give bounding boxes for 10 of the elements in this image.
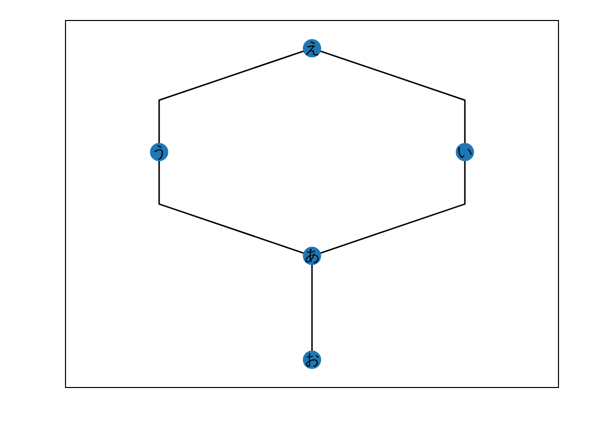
connector-line	[320, 160, 466, 254]
connector-line	[311, 264, 313, 352]
circle-node: お	[302, 350, 322, 369]
circle-node: え	[302, 38, 322, 58]
circle-node: い	[456, 142, 474, 162]
circle-node: あ	[302, 246, 322, 266]
connector-line	[158, 160, 304, 254]
connector-line	[320, 50, 466, 144]
circle-node: う	[150, 142, 168, 162]
connector-line	[158, 50, 304, 144]
